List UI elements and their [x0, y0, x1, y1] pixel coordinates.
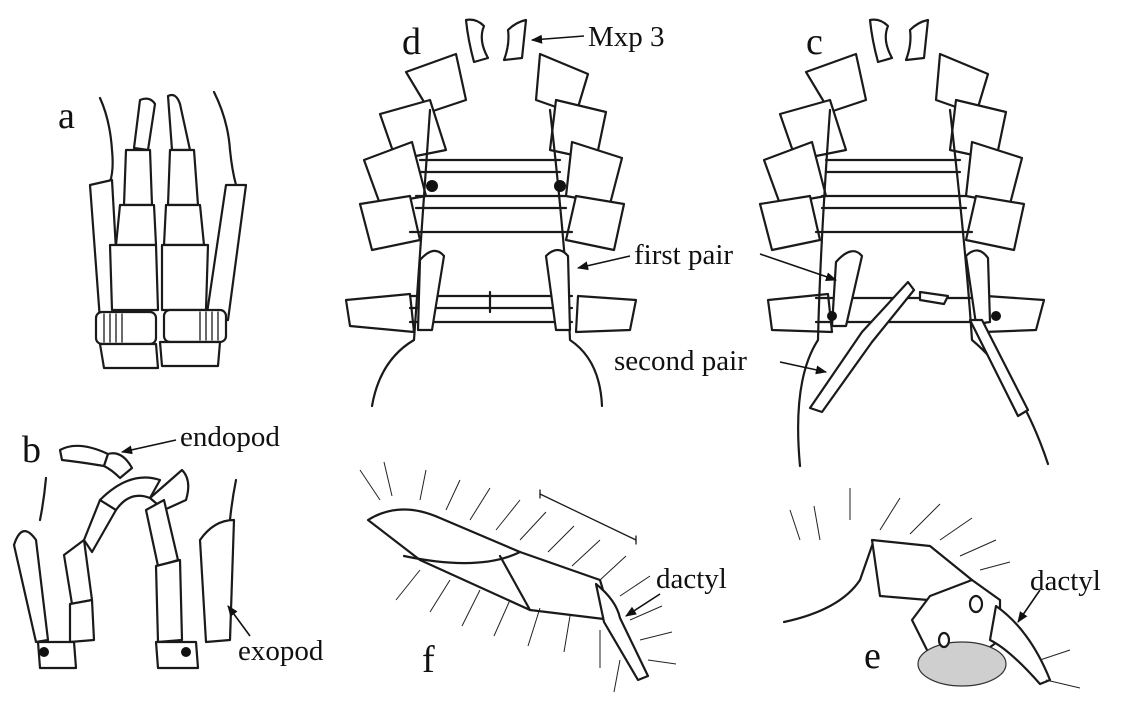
- first-pair-arrow-d: [578, 256, 630, 268]
- panel-label-d: d: [402, 21, 421, 63]
- label-exopod: exopod: [238, 635, 324, 667]
- endopod-arrow: [122, 440, 176, 452]
- panel-c-drawing: [760, 20, 1048, 466]
- panel-label-c: c: [806, 21, 823, 63]
- panel-label-a: a: [58, 95, 75, 137]
- mxp3-arrow: [532, 36, 584, 40]
- panel-d-drawing: [346, 20, 636, 406]
- second-pair-arrow: [780, 362, 826, 372]
- panel-a-drawing: [90, 92, 246, 368]
- label-mxp3: Mxp 3: [588, 21, 665, 53]
- panel-label-b: b: [22, 429, 41, 471]
- label-first-pair: first pair: [634, 239, 733, 271]
- panel-label-f: f: [422, 639, 435, 681]
- first-pair-arrow-c: [760, 254, 836, 280]
- label-dactyl-e: dactyl: [1030, 565, 1101, 597]
- dactyl-arrow-f: [626, 594, 660, 616]
- panel-b-drawing: [14, 446, 236, 668]
- panel-f-drawing: [360, 462, 676, 692]
- label-second-pair: second pair: [614, 345, 747, 377]
- label-dactyl-f: dactyl: [656, 563, 727, 595]
- panel-label-e: e: [864, 635, 881, 677]
- label-endopod: endopod: [180, 421, 280, 453]
